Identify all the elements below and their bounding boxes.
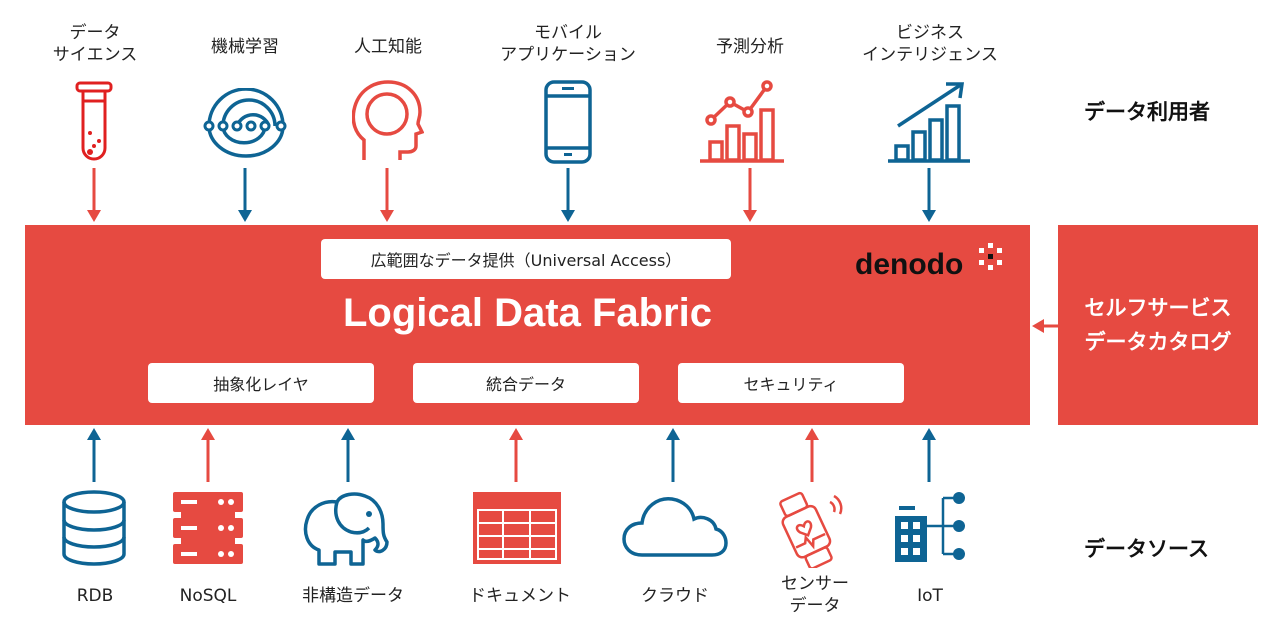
- neural-arcs-icon: [203, 88, 289, 158]
- spreadsheet-icon: [473, 492, 561, 564]
- elephant-icon: [303, 492, 389, 568]
- arrow-up-cloud: [665, 428, 681, 484]
- source-label-cloud: クラウド: [641, 586, 709, 606]
- arrow-up-document: [508, 428, 524, 484]
- arrow-down-business-intelligence: [921, 168, 937, 224]
- smartwatch-icon: [778, 488, 848, 568]
- self-service-data-catalog: セルフサービス データカタログ: [1058, 225, 1258, 425]
- cloud-icon: [622, 495, 728, 559]
- consumer-label-predictive-analytics: 予測分析: [716, 37, 784, 57]
- pill-unified-data: 統合データ: [413, 363, 639, 403]
- consumer-label-mobile-app: モバイル アプリケーション: [500, 23, 636, 65]
- universal-access-pill: 広範囲なデータ提供（Universal Access）: [321, 239, 731, 279]
- smartphone-icon: [544, 80, 592, 164]
- test-tube-icon: [74, 80, 114, 165]
- section-label-consumers: データ利用者: [1084, 100, 1210, 124]
- source-label-iot: IoT: [917, 586, 943, 606]
- source-label-sensor-data: センサー データ: [781, 574, 849, 616]
- arrow-down-machine-learning: [237, 168, 253, 224]
- server-rack-icon: [173, 492, 243, 564]
- denodo-logo: denodo: [855, 248, 963, 282]
- head-brain-icon: [352, 80, 424, 165]
- arrow-up-sensor: [804, 428, 820, 484]
- database-icon: [61, 490, 127, 566]
- denodo-logo-text: denodo: [855, 248, 964, 281]
- consumer-label-machine-learning: 機械学習: [211, 37, 279, 57]
- pill-abstraction-layer: 抽象化レイヤ: [148, 363, 374, 403]
- arrow-up-nosql: [200, 428, 216, 484]
- arrow-up-unstructured: [340, 428, 356, 484]
- line-bar-chart-icon: [700, 80, 792, 165]
- arrow-down-data-science: [86, 168, 102, 224]
- arrow-left-catalog: [1030, 318, 1060, 334]
- section-label-sources: データソース: [1084, 537, 1209, 561]
- arrow-down-mobile-app: [560, 168, 576, 224]
- growth-chart-icon: [888, 80, 972, 165]
- source-label-rdb: RDB: [76, 586, 114, 606]
- consumer-label-business-intelligence: ビジネス インテリジェンス: [862, 23, 998, 65]
- arrow-up-iot: [921, 428, 937, 484]
- arrow-up-rdb: [86, 428, 102, 484]
- consumer-label-ai: 人工知能: [354, 37, 422, 57]
- source-label-nosql: NoSQL: [179, 586, 237, 606]
- building-network-icon: [893, 490, 967, 562]
- arrow-down-predictive-analytics: [742, 168, 758, 224]
- denodo-logo-mark-icon: [976, 242, 1006, 272]
- source-label-document: ドキュメント: [469, 586, 571, 606]
- arrow-down-ai: [379, 168, 395, 224]
- fabric-title: Logical Data Fabric: [343, 291, 712, 335]
- pill-security: セキュリティ: [678, 363, 904, 403]
- consumer-label-data-science: データ サイエンス: [52, 23, 138, 65]
- source-label-unstructured: 非構造データ: [302, 586, 404, 606]
